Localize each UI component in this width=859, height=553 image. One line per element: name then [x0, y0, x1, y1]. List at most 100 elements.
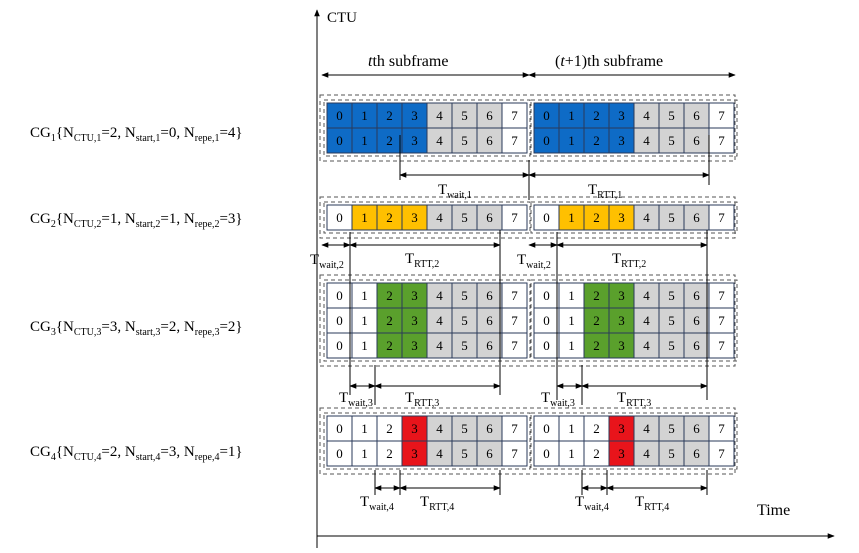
- ctu-cell: [658, 282, 685, 309]
- ctu-cell: [351, 127, 378, 154]
- ctu-cell: [426, 332, 453, 359]
- ctu-cell-number: 5: [668, 108, 675, 123]
- trtt3-label-left: TRTT,3: [405, 390, 439, 409]
- ctu-cell-number: 0: [336, 338, 343, 353]
- ctu-cell-number: 3: [618, 210, 625, 225]
- ctu-cell-number: 4: [436, 210, 443, 225]
- ctu-cell: [683, 307, 710, 334]
- cg3-group-box: [319, 274, 736, 367]
- ctu-cell-number: 1: [361, 421, 368, 436]
- cg1-label: CG1{NCTU,1=2, Nstart,1=0, Nrepe,1=4}: [30, 125, 243, 144]
- ctu-cell: [583, 332, 610, 359]
- ctu-cell-number: 3: [618, 133, 625, 148]
- ctu-cell-number: 3: [411, 133, 418, 148]
- ctu-cell-number: 2: [593, 288, 600, 303]
- trtt4-label-right: TRTT,4: [635, 494, 669, 513]
- ctu-cell-number: 2: [593, 313, 600, 328]
- ctu-cell-number: 0: [543, 338, 550, 353]
- ctu-cell: [608, 204, 635, 231]
- ctu-cell: [501, 282, 528, 309]
- ctu-cell-number: 1: [568, 338, 575, 353]
- ctu-cell-number: 5: [461, 446, 468, 461]
- ctu-cell-number: 1: [568, 133, 575, 148]
- trtt2-label-left: TRTT,2: [405, 251, 439, 270]
- ctu-cell: [451, 204, 478, 231]
- ctu-cell-number: 6: [693, 313, 700, 328]
- subframe-box: [530, 412, 738, 470]
- ctu-cell-number: 4: [436, 313, 443, 328]
- ctu-cell-number: 6: [486, 338, 493, 353]
- ctu-cell-number: 2: [386, 313, 393, 328]
- ctu-cell-number: 3: [618, 338, 625, 353]
- cg4-group-box: [319, 407, 736, 475]
- ctu-cell: [533, 204, 560, 231]
- ctu-cell-number: 7: [511, 108, 518, 123]
- ctu-cell: [558, 127, 585, 154]
- ctu-cell-number: 1: [361, 446, 368, 461]
- ctu-cell: [683, 102, 710, 129]
- ctu-cell: [583, 282, 610, 309]
- ctu-cell-number: 4: [436, 421, 443, 436]
- ctu-cell-number: 2: [386, 338, 393, 353]
- ctu-cell-number: 0: [336, 421, 343, 436]
- ctu-cell-number: 1: [568, 446, 575, 461]
- ctu-cell: [708, 332, 735, 359]
- ctu-cell-number: 6: [486, 313, 493, 328]
- ctu-cell: [708, 440, 735, 467]
- ctu-cell: [376, 282, 403, 309]
- ctu-cell-number: 5: [668, 288, 675, 303]
- ctu-cell-number: 4: [643, 421, 650, 436]
- ctu-cell: [401, 440, 428, 467]
- ctu-cell: [608, 127, 635, 154]
- ctu-cell: [708, 204, 735, 231]
- ctu-cell-number: 4: [643, 210, 650, 225]
- ctu-cell-number: 3: [411, 338, 418, 353]
- ctu-cell-number: 5: [668, 210, 675, 225]
- ctu-cell: [683, 332, 710, 359]
- ctu-cell-number: 6: [693, 210, 700, 225]
- ctu-cell-number: 6: [693, 338, 700, 353]
- ctu-cell-number: 0: [543, 133, 550, 148]
- ctu-cell-number: 7: [718, 338, 725, 353]
- ctu-cell-number: 1: [361, 108, 368, 123]
- y-axis-label: CTU: [327, 10, 357, 26]
- ctu-cell-number: 7: [718, 288, 725, 303]
- ctu-cell-number: 4: [436, 133, 443, 148]
- ctu-cell: [476, 440, 503, 467]
- cg1-group-box: [319, 94, 736, 162]
- ctu-cell-number: 1: [361, 210, 368, 225]
- ctu-cell-number: 7: [511, 210, 518, 225]
- subframe-t1-label: (t+1)th subframe: [555, 53, 663, 70]
- ctu-cell-number: 3: [411, 446, 418, 461]
- ctu-cell-number: 5: [668, 313, 675, 328]
- ctu-cell-number: 7: [718, 108, 725, 123]
- ctu-cell-number: 2: [593, 108, 600, 123]
- ctu-cell: [401, 307, 428, 334]
- ctu-cell-number: 2: [593, 421, 600, 436]
- trtt4-label-left: TRTT,4: [420, 494, 454, 513]
- ctu-cell: [426, 440, 453, 467]
- ctu-cell-number: 6: [693, 133, 700, 148]
- trtt2-label-right: TRTT,2: [612, 251, 646, 270]
- ctu-cell-number: 4: [643, 338, 650, 353]
- ctu-cell-number: 7: [718, 133, 725, 148]
- ctu-cell: [351, 440, 378, 467]
- ctu-cell: [608, 440, 635, 467]
- ctu-cell-number: 0: [336, 210, 343, 225]
- ctu-cell-number: 5: [461, 338, 468, 353]
- ctu-cell-number: 2: [593, 133, 600, 148]
- ctu-cell: [533, 440, 560, 467]
- ctu-cell-number: 1: [568, 210, 575, 225]
- ctu-cell: [633, 127, 660, 154]
- ctu-cell: [658, 204, 685, 231]
- ctu-cell: [351, 307, 378, 334]
- ctu-cell: [326, 127, 353, 154]
- ctu-cell: [476, 282, 503, 309]
- subframe-box: [323, 279, 531, 362]
- ctu-cell-number: 6: [486, 133, 493, 148]
- ctu-cell-number: 4: [643, 108, 650, 123]
- ctu-cell: [476, 127, 503, 154]
- ctu-cell: [501, 440, 528, 467]
- trtt3-label-right: TRTT,3: [617, 390, 651, 409]
